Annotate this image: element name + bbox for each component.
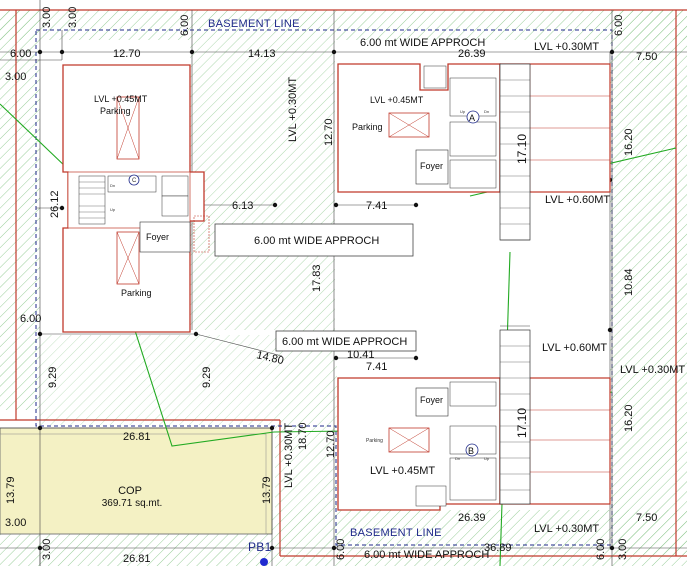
dim-12-70-b: 12.70 [325,430,337,458]
parking-b: Parking [366,438,383,444]
basement-line-top: BASEMENT LINE [208,18,300,30]
dim-3-top2: 3.00 [67,7,79,28]
dim-3-bottom-left: 3.00 [41,539,53,560]
dim-13-79-left: 13.79 [5,476,17,504]
dim-12-70-c: 12.70 [113,48,141,60]
dim-17-83: 17.83 [311,264,323,292]
dim-6-bottom-right: 6.00 [595,539,607,560]
approach-roads [214,223,417,352]
level-b-upper: LVL +0.60MT [542,342,607,354]
dim-17-10-b: 17.10 [515,408,529,438]
block-a [337,63,611,241]
parking-a: Parking [352,122,383,132]
dim-3-left: 3.00 [5,71,26,83]
dim-9-29-right: 9.29 [201,367,213,388]
level-block-c: LVL +0.45MT [94,94,148,104]
dim-7-50-bot: 7.50 [636,512,657,524]
level-block-b: LVL +0.45MT [370,465,435,477]
basement-line-bottom: BASEMENT LINE [350,527,442,539]
stair-up-c: Up [110,207,116,212]
block-b [337,329,611,511]
approach-middle: 6.00 mt WIDE APPROCH [254,235,379,247]
approach-top: 6.00 mt WIDE APPROCH [360,37,485,49]
dim-14-13: 14.13 [248,48,276,60]
foyer-a: Foyer [420,161,443,171]
level-bottom-right: LVL +0.30MT [534,523,599,535]
level-block-a: LVL +0.45MT [370,95,424,105]
approach-lower-mid: 6.00 mt WIDE APPROCH [282,336,407,348]
pb1-label: PB1 [248,540,272,554]
dim-13-79-right: 13.79 [261,476,273,504]
parking-c-top: Parking [100,106,131,116]
dim-10-41: 10.41 [347,349,375,361]
dim-3-cop: 3.00 [5,517,26,529]
dim-6-13: 6.13 [232,200,253,212]
dim-3-top: 3.00 [41,7,53,28]
block-c-marker: C [132,178,137,184]
cop-area: 369.71 sq.mt. [102,498,163,509]
approach-bottom: 6.00 mt WIDE APPROCH [364,549,489,561]
stair-up-b: Up [484,456,490,461]
level-left-road: LVL +0.30MT [287,77,299,142]
stair-dn-b: Dn [455,456,460,461]
dim-6-top-right: 6.00 [613,15,625,36]
dim-26-81-bot: 26.81 [123,553,151,565]
dim-10-84: 10.84 [623,268,635,296]
dim-9-29-left: 9.29 [47,367,59,388]
stair-dn-a: Dn [484,109,489,114]
setback-hatch [0,10,687,566]
dim-26-81-top: 26.81 [123,431,151,443]
dim-16-20-a: 16.20 [623,128,635,156]
dim-7-41-a: 7.41 [366,200,387,212]
cop-title: COP [118,485,142,497]
dimension-ticks [37,49,615,551]
text-layer: BASEMENT LINE BASEMENT LINE PB1 COP 369.… [5,7,685,565]
block-b-marker: B [468,446,474,456]
pb1-point[interactable] [260,558,268,566]
dim-7-41-b: 7.41 [366,361,387,373]
dim-26-12: 26.12 [49,190,61,218]
dim-26-39-top: 26.39 [458,48,486,60]
foyer-c: Foyer [146,232,169,242]
dim-6-top: 6.00 [179,15,191,36]
stair-dn-c: Dn [110,183,115,188]
stair-up-a: Up [460,109,466,114]
parking-c-bottom: Parking [121,288,152,298]
dim-17-10-a: 17.10 [515,134,529,164]
dim-6-left: 6.00 [10,48,31,60]
dim-16-20-b: 16.20 [623,404,635,432]
block-a-marker: A [469,113,475,123]
dim-26-39-bot: 26.39 [458,512,486,524]
plot-boundary [0,9,687,557]
level-lower-road: LVL +0.30MT [283,423,295,488]
level-top-right: LVL +0.30MT [534,41,599,53]
dim-7-50-top: 7.50 [636,51,657,63]
dim-18-70: 18.70 [297,422,309,450]
foyer-b: Foyer [420,395,443,405]
dim-6-bottom: 6.00 [335,539,347,560]
dim-3-bottom-right: 3.00 [617,539,629,560]
cop-area [0,427,273,535]
block-c [62,64,210,333]
dim-36-89: 36.89 [484,542,512,554]
level-right-mid: LVL +0.30MT [620,364,685,376]
dim-6-mid: 6.00 [20,313,41,325]
level-a-upper: LVL +0.60MT [545,194,610,206]
dim-12-70-a: 12.70 [323,118,335,146]
